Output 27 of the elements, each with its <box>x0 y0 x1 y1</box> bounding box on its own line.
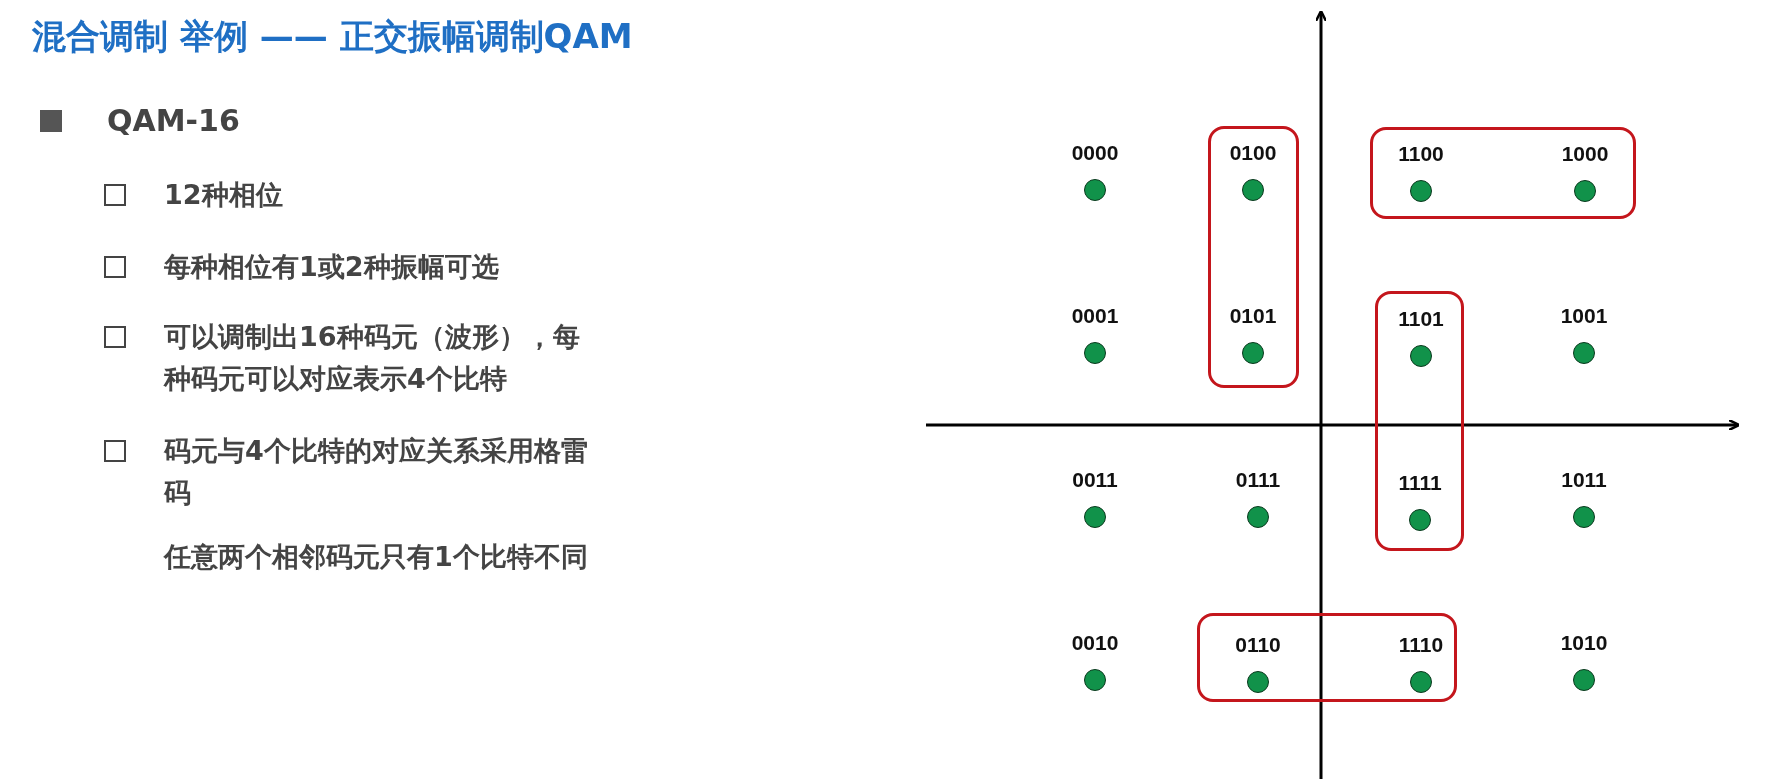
point-label: 1011 <box>1560 468 1608 492</box>
list-item: 码元与4个比特的对应关系采用格雷码 <box>164 434 589 510</box>
group-outline <box>1208 126 1299 388</box>
list-heading: QAM-16 <box>107 102 241 140</box>
point-label: 0110 <box>1234 633 1282 657</box>
group-outline <box>1370 127 1636 219</box>
point-label: 1110 <box>1397 633 1445 657</box>
group-outline <box>1375 291 1464 551</box>
point-label: 1100 <box>1397 142 1445 166</box>
point-label: 1000 <box>1560 142 1610 166</box>
list-item: 任意两个相邻码元只有1个比特不同 <box>164 540 589 574</box>
point-label: 0100 <box>1228 141 1278 165</box>
point-label: 1010 <box>1559 631 1609 655</box>
list-item: 每种相位有1或2种振幅可选 <box>164 250 500 284</box>
point-label: 0010 <box>1070 631 1120 655</box>
point-label: 0101 <box>1228 304 1278 328</box>
group-outline <box>1197 613 1457 702</box>
list-item: 12种相位 <box>164 178 284 212</box>
list-item: 可以调制出16种码元（波形），每种码元可以对应表示4个比特 <box>164 320 581 396</box>
point-label: 1001 <box>1559 304 1609 328</box>
point-label: 0000 <box>1070 141 1120 165</box>
point-label: 1101 <box>1397 307 1445 331</box>
point-label: 1111 <box>1397 471 1443 495</box>
point-label: 0011 <box>1071 468 1119 492</box>
slide-title: 混合调制 举例 —— 正交振幅调制QAM <box>32 15 633 58</box>
point-label: 0001 <box>1070 304 1120 328</box>
point-label: 0111 <box>1234 468 1282 492</box>
